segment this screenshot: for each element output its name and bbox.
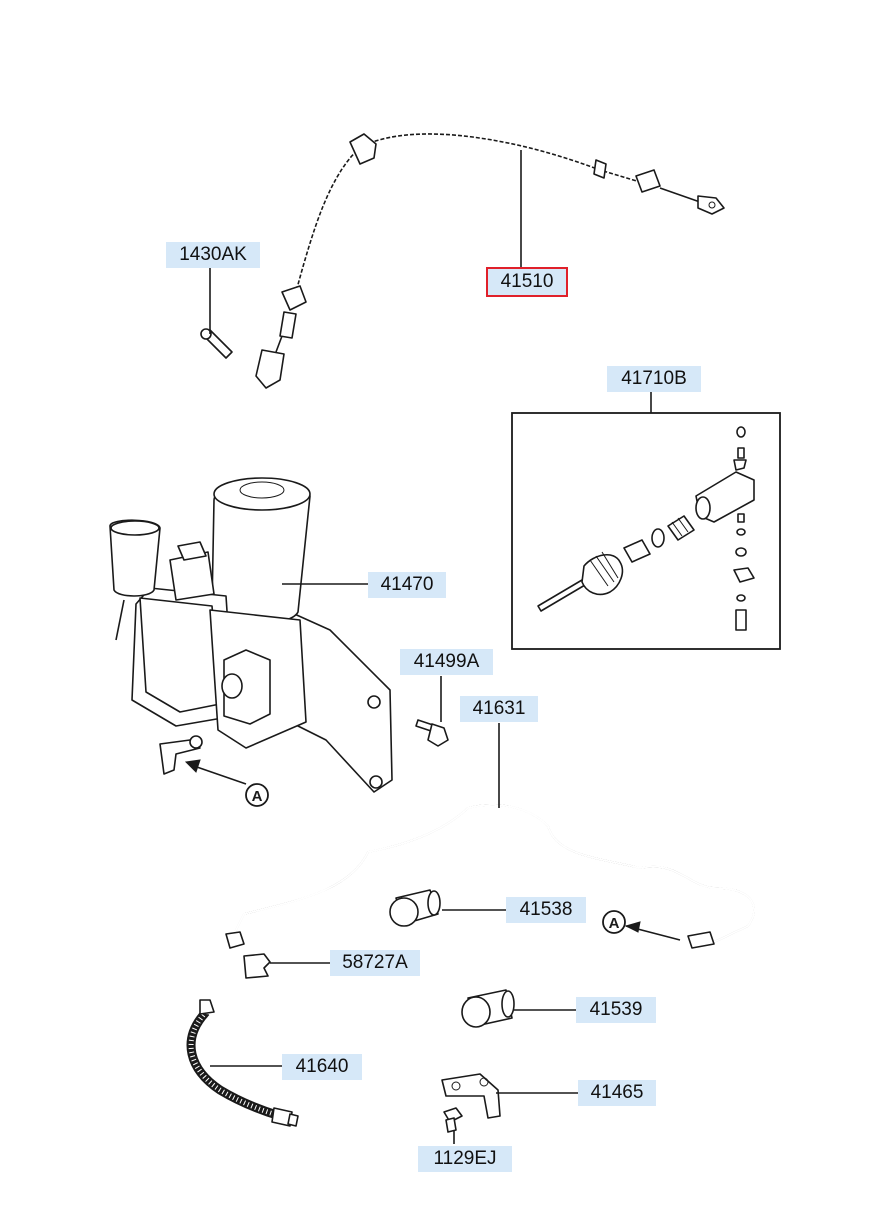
connection-a-upper-letter: A xyxy=(252,788,263,805)
clutch-pipe-drawing[interactable] xyxy=(225,803,756,949)
part-label-41539[interactable]: 41539 xyxy=(576,997,656,1023)
part-label-41538[interactable]: 41538 xyxy=(506,897,586,923)
clutch-hose-drawing[interactable] xyxy=(186,999,299,1127)
repair-kit-drawing[interactable] xyxy=(537,426,755,631)
part-label-58727a[interactable]: 58727A xyxy=(330,950,420,976)
part-label-41470[interactable]: 41470 xyxy=(368,572,446,598)
connection-a-upper: A xyxy=(184,759,269,807)
part-label-41499a[interactable]: 41499A xyxy=(400,649,493,675)
connection-a-lower: A xyxy=(602,910,681,941)
part-label-1129ej[interactable]: 1129EJ xyxy=(418,1146,512,1172)
part-label-41710b[interactable]: 41710B xyxy=(607,366,701,392)
part-label-41631[interactable]: 41631 xyxy=(460,696,538,722)
clutch-actuator-drawing[interactable] xyxy=(109,477,393,793)
part-label-41510[interactable]: 41510 xyxy=(486,267,568,297)
bolt-1129ej-drawing[interactable] xyxy=(443,1107,463,1133)
grommet-41538-drawing[interactable] xyxy=(389,889,441,927)
part-label-41640[interactable]: 41640 xyxy=(282,1054,362,1080)
connection-a-lower-letter: A xyxy=(609,915,620,932)
part-label-1430ak[interactable]: 1430AK xyxy=(166,242,260,268)
grommet-41539-drawing[interactable] xyxy=(461,989,515,1028)
clutch-cable-drawing[interactable] xyxy=(255,131,725,389)
part-label-41465[interactable]: 41465 xyxy=(578,1080,656,1106)
bolt-41499a-drawing[interactable] xyxy=(415,719,449,747)
bolt-1430ak-drawing[interactable] xyxy=(200,328,233,359)
repair-kit-frame xyxy=(511,412,781,650)
clip-58727a-drawing[interactable] xyxy=(243,953,271,979)
bracket-41465-drawing[interactable] xyxy=(441,1073,501,1119)
